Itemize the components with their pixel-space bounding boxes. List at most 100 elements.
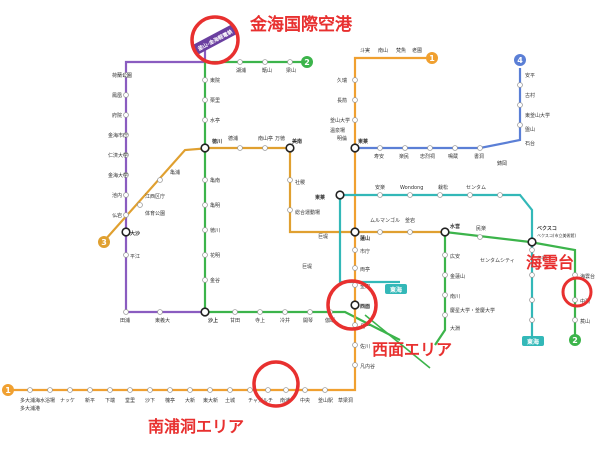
svg-text:安楽: 安楽 — [375, 184, 385, 191]
svg-text:広安: 広安 — [450, 253, 460, 260]
svg-text:亀明: 亀明 — [210, 202, 220, 209]
svg-text:盤山: 盤山 — [525, 126, 535, 133]
svg-text:2: 2 — [304, 58, 310, 67]
line1-top-badge: 1 — [426, 52, 438, 64]
svg-text:鋳岡: 鋳岡 — [497, 160, 507, 167]
svg-text:栗里: 栗里 — [210, 98, 220, 104]
svg-text:土城: 土城 — [225, 397, 235, 404]
svg-text:江西区庁: 江西区庁 — [145, 193, 165, 200]
svg-text:南山亭: 南山亭 — [258, 135, 273, 142]
svg-text:民楽: 民楽 — [476, 225, 486, 232]
svg-text:槐亭: 槐亭 — [165, 397, 175, 404]
svg-text:金蓮山: 金蓮山 — [450, 273, 465, 280]
junction-rings — [121, 143, 537, 317]
line4-blue — [355, 68, 522, 150]
svg-text:徳川: 徳川 — [210, 227, 220, 234]
svg-text:草梁洞: 草梁洞 — [338, 397, 353, 404]
svg-text:沙下: 沙下 — [145, 398, 155, 404]
svg-text:万徳: 万徳 — [275, 135, 285, 142]
svg-text:水営: 水営 — [449, 223, 460, 230]
line1-left-badge: 1 — [2, 384, 14, 396]
svg-text:長箭: 長箭 — [337, 97, 347, 104]
svg-text:東海: 東海 — [390, 286, 402, 294]
svg-text:沙上: 沙上 — [208, 317, 218, 324]
svg-text:美南: 美南 — [292, 138, 302, 145]
svg-text:大沙: 大沙 — [130, 230, 140, 237]
svg-text:釜山大学: 釜山大学 — [330, 117, 350, 124]
svg-text:東院: 東院 — [210, 77, 220, 84]
svg-text:釜山-金海軽電鉄: 釜山-金海軽電鉄 — [195, 27, 234, 53]
svg-text:亀南: 亀南 — [210, 177, 220, 184]
svg-text:海雲台: 海雲台 — [580, 273, 595, 280]
svg-text:ナッケ: ナッケ — [60, 397, 75, 404]
svg-text:開琴: 開琴 — [303, 318, 313, 324]
svg-text:体育公園: 体育公園 — [145, 210, 165, 217]
line2-bottom — [205, 310, 401, 341]
svg-text:寺上: 寺上 — [255, 317, 265, 324]
svg-text:釜岩: 釜岩 — [405, 217, 415, 224]
svg-text:東莱: 東莱 — [315, 194, 325, 201]
svg-text:梵魚: 梵魚 — [396, 47, 406, 54]
svg-text:南川: 南川 — [450, 293, 460, 300]
svg-text:中央: 中央 — [300, 397, 310, 404]
svg-text:鳴蔵: 鳴蔵 — [448, 153, 458, 160]
svg-text:德浦: 德浦 — [228, 135, 238, 142]
svg-text:冷井: 冷井 — [280, 317, 290, 324]
svg-text:両亭: 両亭 — [360, 266, 370, 273]
svg-text:慶星大学・釜慶大学: 慶星大学・釜慶大学 — [450, 307, 495, 314]
airport-highlight-circle — [190, 15, 240, 65]
airport-line-badge: 釜山-金海軽電鉄 — [192, 24, 237, 55]
svg-text:センタムシティ: センタムシティ — [480, 257, 515, 264]
svg-text:萇山: 萇山 — [580, 318, 590, 325]
svg-text:湖浦: 湖浦 — [236, 67, 246, 74]
station-dots — [27, 59, 578, 393]
svg-text:梁山: 梁山 — [286, 67, 296, 74]
svg-text:花明: 花明 — [210, 252, 220, 259]
svg-text:1: 1 — [5, 386, 11, 395]
seomyeon-highlight-circle — [326, 279, 378, 331]
svg-text:水亭: 水亭 — [210, 117, 220, 124]
svg-text:多大浦海水浴場: 多大浦海水浴場 — [20, 397, 55, 404]
svg-text:2: 2 — [572, 336, 578, 345]
line1-orange-top — [8, 56, 430, 392]
line2-bottom-badge: 2 — [569, 334, 581, 346]
line-gimhae-purple — [124, 48, 207, 314]
line2-top-badge: 2 — [301, 56, 313, 68]
svg-text:東大新: 東大新 — [203, 397, 218, 404]
svg-text:鳳凰: 鳳凰 — [112, 93, 122, 99]
svg-text:温泉場: 温泉場 — [330, 127, 345, 134]
line-donghae-green — [364, 314, 431, 369]
svg-text:西面: 西面 — [360, 303, 370, 310]
seomyeon-callout: 西面エリア — [372, 340, 452, 359]
svg-text:1: 1 — [429, 54, 435, 63]
svg-text:荷蘭公園: 荷蘭公園 — [112, 72, 132, 79]
svg-text:4: 4 — [517, 56, 523, 65]
donghae-badge-1: 東海 — [385, 284, 407, 294]
svg-text:東海: 東海 — [527, 338, 539, 346]
svg-text:下端: 下端 — [105, 397, 115, 404]
svg-text:新平: 新平 — [85, 397, 95, 404]
donghae-badge-2: 東海 — [522, 336, 544, 346]
svg-text:蓮山: 蓮山 — [360, 235, 370, 242]
svg-text:堂里: 堂里 — [125, 397, 135, 404]
svg-text:平江: 平江 — [130, 253, 140, 260]
svg-text:巨堤: 巨堤 — [302, 263, 312, 270]
svg-text:釜山駅: 釜山駅 — [318, 397, 333, 404]
svg-text:ベクスコ: ベクスコ — [537, 225, 557, 232]
svg-text:巨堤: 巨堤 — [318, 233, 328, 240]
svg-text:仁済大学: 仁済大学 — [108, 152, 128, 159]
svg-text:老圃: 老圃 — [412, 47, 422, 54]
svg-text:ムルマンゴル: ムルマンゴル — [370, 217, 400, 224]
svg-text:3: 3 — [101, 238, 107, 247]
svg-text:市庁: 市庁 — [360, 248, 370, 255]
svg-text:南浦: 南浦 — [280, 397, 290, 404]
svg-text:栽松: 栽松 — [438, 184, 448, 191]
svg-text:東莱: 東莱 — [358, 138, 368, 145]
svg-text:久瑞: 久瑞 — [337, 77, 347, 84]
airport-callout: 金海国際空港 — [249, 14, 353, 35]
svg-text:古村: 古村 — [525, 92, 535, 99]
svg-text:東義大: 東義大 — [155, 317, 170, 324]
svg-text:金海市庁: 金海市庁 — [108, 132, 128, 139]
svg-text:センタム: センタム — [466, 184, 486, 191]
